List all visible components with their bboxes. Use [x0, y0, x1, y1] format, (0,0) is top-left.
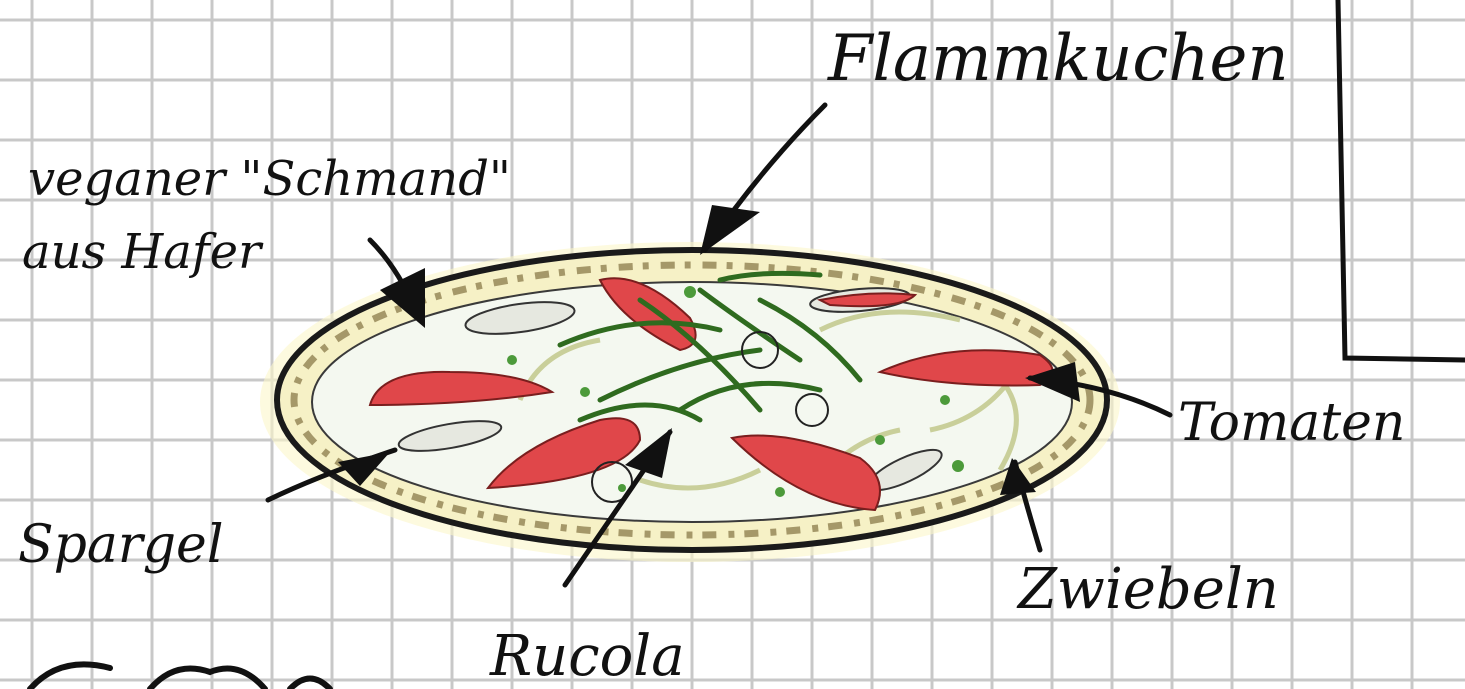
partial-heading-stroke [30, 664, 330, 689]
page-frame-corner [1338, 0, 1465, 360]
label-rucola: Rucola [489, 624, 685, 689]
label-flammkuchen: Flammkuchen [827, 22, 1289, 96]
label-spargel: Spargel [18, 515, 223, 575]
label-schmand-line2: aus Hafer [22, 224, 264, 280]
label-schmand-line1: veganer "Schmand" [28, 151, 511, 207]
label-tomaten: Tomaten [1178, 393, 1405, 453]
label-zwiebeln: Zwiebeln [1016, 557, 1279, 622]
